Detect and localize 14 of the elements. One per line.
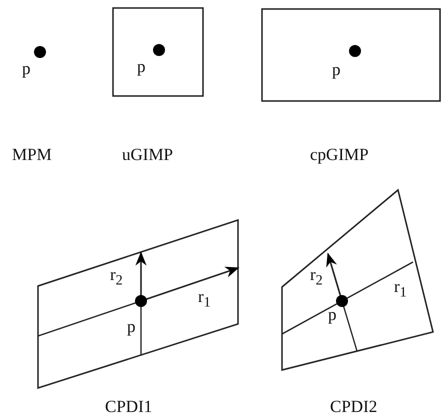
- vector-label: p: [127, 318, 136, 336]
- vector-label: r$_{2}$: [310, 266, 323, 290]
- method-label: CPDI1: [105, 398, 152, 416]
- point-label: p: [22, 60, 30, 78]
- method-label: uGIMP: [122, 146, 174, 164]
- vector-label: p: [328, 306, 336, 324]
- method-label: CPDI2: [330, 398, 378, 416]
- vector-label: p: [137, 58, 146, 76]
- method-label: cpGIMP: [310, 146, 369, 164]
- vector-label: p: [332, 61, 340, 79]
- vector-label: r$_{1}$: [394, 278, 407, 302]
- vector-label: r$_{1}$: [198, 288, 211, 312]
- vector-label: r$_{2}$: [110, 266, 123, 290]
- method-label: MPM: [12, 146, 52, 164]
